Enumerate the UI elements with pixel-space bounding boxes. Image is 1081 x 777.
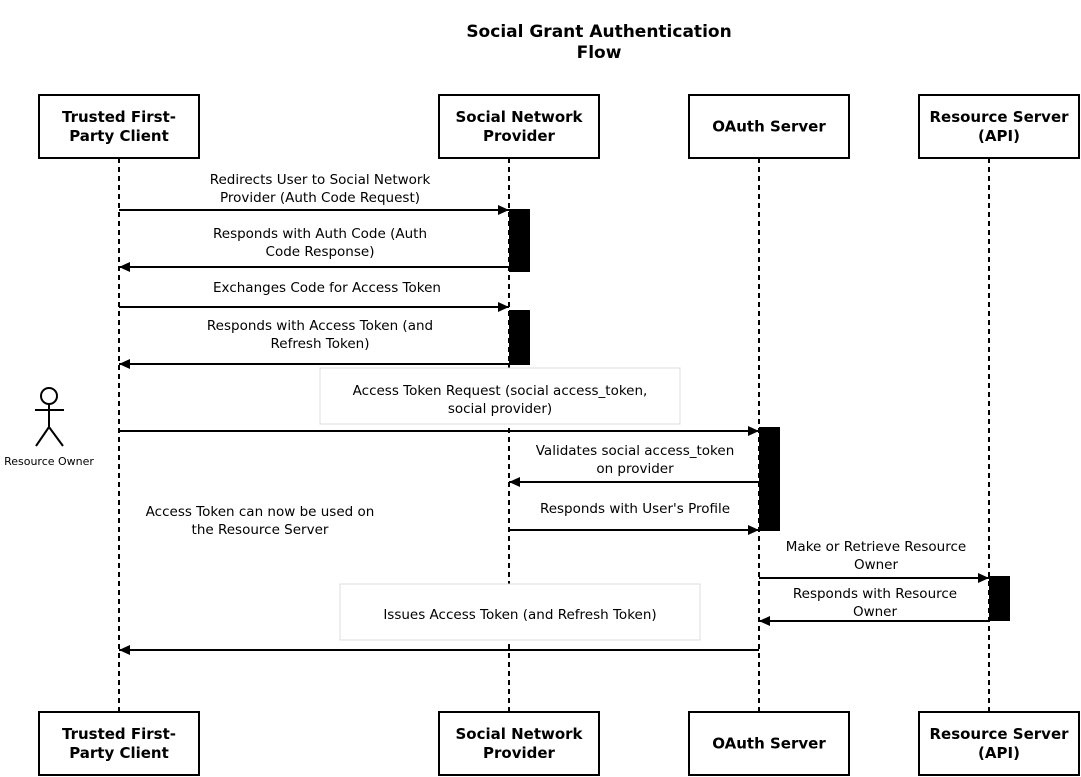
participant-social-label: Social Network: [455, 108, 583, 126]
message-label: Exchanges Code for Access Token: [213, 280, 441, 296]
arrowhead-icon: [509, 477, 520, 487]
arrowhead-icon: [748, 426, 759, 436]
participant-social-top: [438, 94, 600, 159]
message-label: on provider: [596, 461, 674, 477]
arrowhead-icon: [759, 616, 770, 626]
participant-oauth-label: OAuth Server: [712, 735, 826, 753]
participant-api-label: (API): [978, 744, 1020, 762]
arrowhead-icon: [119, 645, 130, 655]
message-label: Responds with Access Token (and: [207, 318, 433, 334]
participant-social-label: Provider: [483, 744, 556, 762]
social-activation-2: [509, 310, 530, 365]
message-label: Owner: [854, 557, 899, 573]
message-label: Refresh Token): [271, 336, 370, 352]
participant-api-label: Resource Server: [929, 108, 1069, 126]
message-label: Code Response): [266, 244, 375, 260]
participant-client-label: Party Client: [69, 744, 169, 762]
free-text-note: the Resource Server: [192, 522, 329, 538]
resource-owner-actor-icon: [35, 387, 64, 447]
message-label: Responds with Auth Code (Auth: [213, 226, 427, 242]
participant-oauth-label: OAuth Server: [712, 118, 826, 136]
participant-api-bottom: [918, 711, 1080, 776]
actor-label: Resource Owner: [4, 455, 94, 468]
participant-api-top: [918, 94, 1080, 159]
message-label: Provider (Auth Code Request): [220, 190, 420, 206]
participant-social-label: Social Network: [455, 725, 583, 743]
message-label: Validates social access_token: [536, 443, 735, 459]
message-label: Owner: [853, 604, 898, 620]
social-activation-1: [509, 209, 530, 272]
arrowhead-icon: [748, 525, 759, 535]
note-box: [339, 583, 701, 641]
arrowhead-icon: [498, 205, 509, 215]
participant-oauth-top: [688, 94, 850, 159]
arrowhead-icon: [119, 262, 130, 272]
note-text: Access Token Request (social access_toke…: [353, 383, 648, 399]
participant-client-label: Trusted First-: [62, 108, 176, 126]
message-label: Responds with User's Profile: [540, 501, 730, 517]
arrowhead-icon: [978, 573, 989, 583]
page-title: Flow: [577, 43, 622, 63]
free-text-note: Access Token can now be used on: [146, 504, 375, 520]
note-text: Issues Access Token (and Refresh Token): [383, 607, 656, 623]
message-label: Make or Retrieve Resource: [786, 539, 966, 555]
participant-client-bottom: [38, 711, 200, 776]
note-box: [319, 367, 681, 425]
note-text: social provider): [448, 401, 552, 417]
oauth-activation: [759, 427, 780, 531]
participant-client-top: [38, 94, 200, 159]
participant-api-label: Resource Server: [929, 725, 1069, 743]
participant-oauth-bottom: [688, 711, 850, 776]
participant-api-label: (API): [978, 127, 1020, 145]
arrowhead-icon: [119, 359, 130, 369]
page-title: Social Grant Authentication: [466, 22, 731, 42]
arrowhead-icon: [498, 302, 509, 312]
participant-client-label: Trusted First-: [62, 725, 176, 743]
message-label: Redirects User to Social Network: [210, 172, 431, 188]
participant-social-label: Provider: [483, 127, 556, 145]
message-label: Responds with Resource: [793, 586, 957, 602]
api-activation: [989, 576, 1010, 621]
participant-client-label: Party Client: [69, 127, 169, 145]
participant-social-bottom: [438, 711, 600, 776]
